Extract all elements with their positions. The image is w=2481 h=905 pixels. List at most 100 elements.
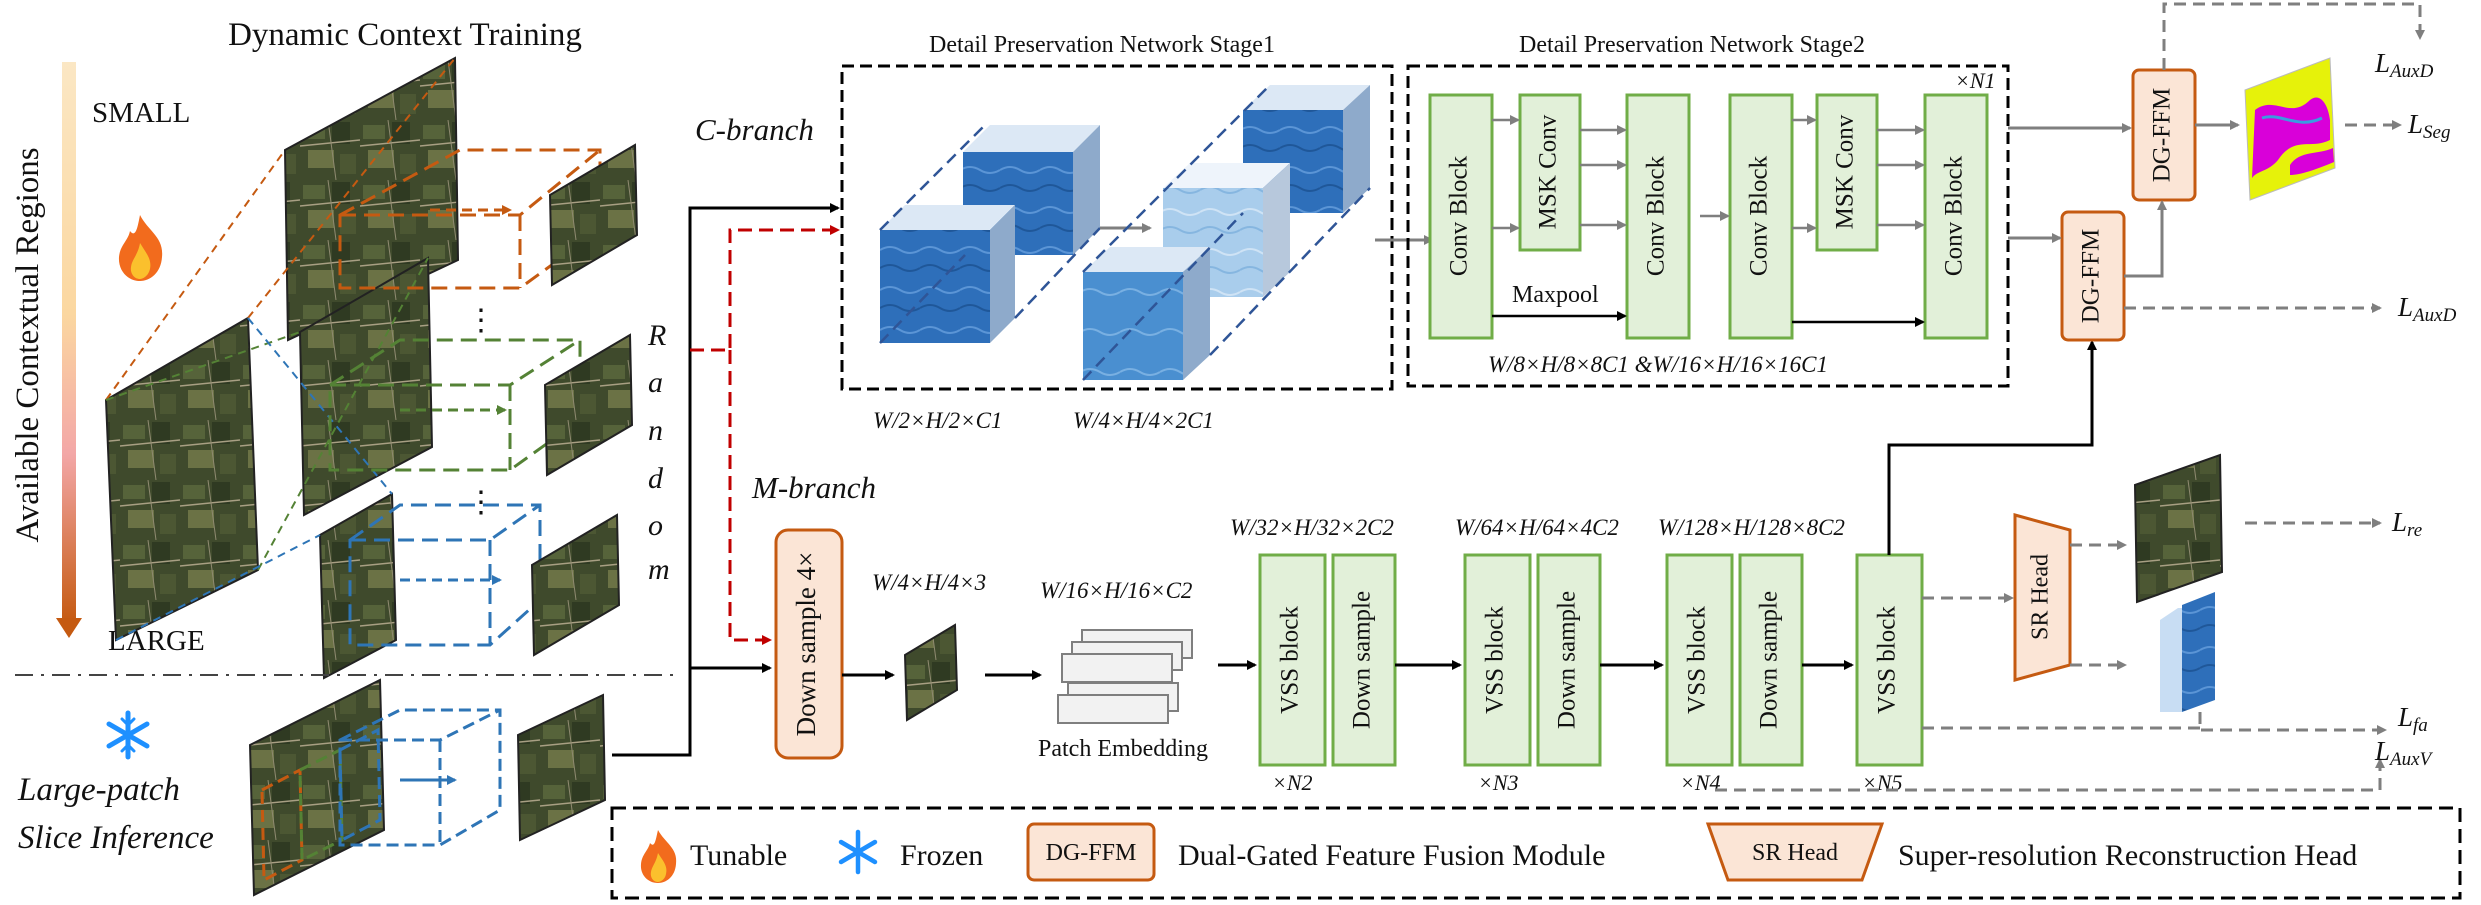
inference-label-line1: Large-patch [17,772,180,808]
svg-text:DG-FFM: DG-FFM [2078,229,2105,323]
ellipsis-dots-1: ⋮ [466,304,496,337]
svg-text:Down sample: Down sample [1756,591,1783,729]
frame-large-left [104,316,260,642]
vss-block-4 [1855,553,1924,767]
svg-text:Conv Block: Conv Block [1446,155,1473,276]
inference-large-patch [248,678,386,897]
fa-loss-arrow [2198,712,2387,735]
patch-embedding-stack [1057,629,1193,724]
m-branch-label: M-branch [751,470,876,505]
ellipsis-dots-2: ⋮ [466,486,496,519]
svg-text:d: d [648,462,664,495]
small-label: SMALL [92,97,190,129]
random-label: R a n d o m [647,319,670,586]
loss-aux-v: LAuxV [2374,736,2434,770]
svg-text:Down sample: Down sample [1349,591,1376,729]
fire-icon [118,215,163,281]
random-c-branch-arrow [690,225,840,352]
svg-text:MSK Conv: MSK Conv [1832,114,1859,229]
loss-re: Lre [2391,507,2422,541]
feature-cube-2-front [1083,247,1210,380]
svg-text:Down sample: Down sample [1554,591,1581,729]
loss-aux-d-top: LAuxD [2374,48,2434,82]
dynamic-context-title: Dynamic Context Training [228,17,582,53]
svg-text:MSK Conv: MSK Conv [1535,114,1562,229]
maxpool-label: Maxpool [1512,282,1599,308]
legend-dgffm-box [1026,822,1156,882]
legend-box [610,806,2462,900]
sr-reconstructed-image [2133,453,2224,604]
conv-block-1 [1428,93,1494,340]
conv-block-2 [1625,93,1691,340]
svg-text:o: o [648,509,663,542]
down-sample-3 [1738,553,1804,767]
green-output-patch [543,333,634,477]
patch-embedding-label: Patch Embedding [1038,736,1208,762]
inference-panel: Large-patch Slice Inference [17,678,607,897]
legend-dgffm-desc: Dual-Gated Feature Fusion Module [1178,839,1605,872]
snowflake-icon [106,710,150,760]
legend: Tunable Frozen DG-FFM Dual-Gated Feature… [610,806,2462,900]
feature-cube-2-back [1243,85,1370,213]
blue-output-patch [530,513,621,657]
dynamic-context-panel: Dynamic Context Training Available Conte… [10,17,639,680]
feature-cube-2-mid [1163,163,1290,297]
repeat-n4: ×N4 [1680,770,1721,795]
legend-frozen: Frozen [900,839,983,872]
input-route-arrow [612,203,840,757]
svg-text:DG-FFM: DG-FFM [1046,840,1137,866]
conv-block-4 [1923,93,1989,340]
dim-patch-embedding: W/16×H/16×C2 [1040,578,1192,603]
downsampled-patch [903,623,959,722]
svg-text:VSS block: VSS block [1482,606,1509,714]
repeat-n3: ×N3 [1478,770,1519,795]
sr-head-label: SR Head [2028,554,2054,640]
frame-bottom [318,492,398,680]
sr-feature-map [2160,592,2215,712]
down-sample-1 [1331,553,1397,767]
loss-seg: LSeg [2407,109,2450,143]
feature-cube-1-back [963,125,1100,255]
svg-text:m: m [648,553,670,586]
stage2-title: Detail Preservation Network Stage2 [1519,32,1865,58]
dpn-stage1: Detail Preservation Network Stage1 [840,32,1394,391]
downsample-4x-label: Down sample 4× [791,552,821,737]
svg-text:R: R [647,319,666,352]
segmentation-map [2244,57,2336,201]
msk-conv-2 [1815,93,1879,252]
msk-conv-1 [1518,93,1582,252]
dim-m1: W/32×H/32×2C2 [1230,515,1394,540]
dim-stage1-b: W/4×H/4×2C1 [1073,408,1214,433]
svg-text:n: n [648,414,663,447]
inference-label-line2: Slice Inference [18,820,214,856]
vss4-to-dgffm-arrow [1887,340,2097,555]
legend-sr-trapezoid [1705,822,1885,882]
c-branch-label: C-branch [695,112,814,147]
downsample-4x-box [774,528,844,760]
context-side-label: Available Contextual Regions [10,147,46,542]
conv-block-3 [1728,93,1794,340]
stage1-box [840,64,1394,391]
svg-text:VSS block: VSS block [1684,606,1711,714]
repeat-n2: ×N2 [1272,770,1313,795]
stage2-box [1406,64,2010,388]
dpn-stage2: Detail Preservation Network Stage2 ×N1 C… [1406,32,2010,388]
stage2-arrows [1492,115,1925,233]
svg-text:SR Head: SR Head [1752,840,1838,866]
legend-tunable: Tunable [690,839,787,872]
cube-1-dashes [879,124,1101,344]
stage2-repeat: ×N1 [1955,68,1996,93]
legend-snowflake-icon [838,829,878,875]
cube-2-dashes [1082,84,1371,381]
orange-output-patch [548,143,639,287]
down-sample-2 [1536,553,1602,767]
legend-sr-desc: Super-resolution Reconstruction Head [1898,839,2357,872]
loss-aux-d-mid: LAuxD [2397,292,2457,326]
svg-text:Conv Block: Conv Block [1746,155,1773,276]
loss-fa: Lfa [2397,702,2428,736]
svg-text:VSS block: VSS block [1277,606,1304,714]
random-m-branch-arrow [728,350,772,645]
dim-ds: W/4×H/4×3 [872,570,986,595]
svg-text:DG-FFM: DG-FFM [2149,88,2176,182]
svg-text:a: a [648,366,663,399]
